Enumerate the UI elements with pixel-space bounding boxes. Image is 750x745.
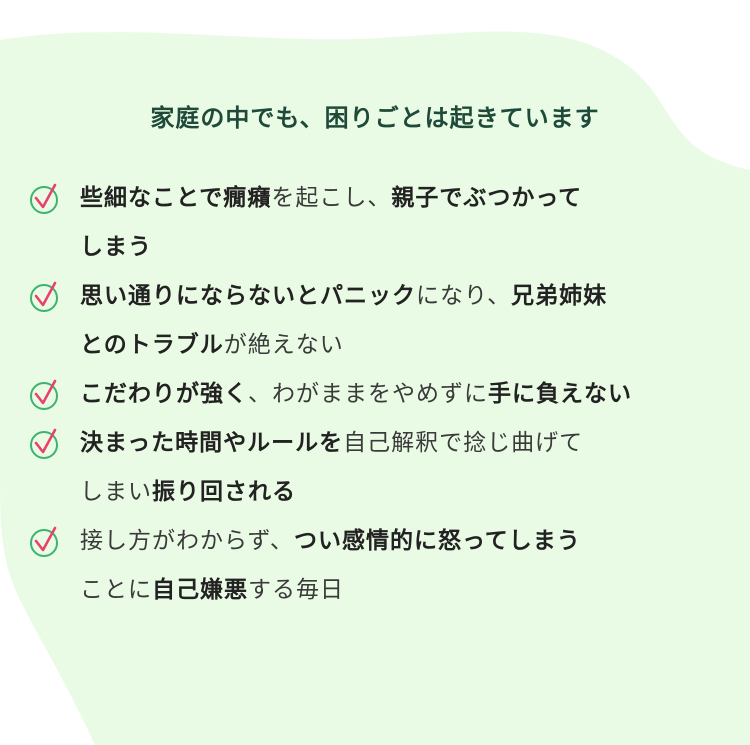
list-item: 些細なことで癇癪を起こし、親子でぶつかってしまう	[28, 174, 748, 272]
check-circle-icon	[30, 281, 58, 312]
emphasized-text: しまう	[80, 234, 152, 260]
list-item: こだわりが強く、わがままをやめずに手に負えない	[28, 370, 748, 419]
check-circle-icon	[30, 379, 58, 410]
item-text: になり、	[416, 283, 512, 309]
list-item: 決まった時間やルールを自己解釈で捻じ曲げてしまい振り回される	[28, 419, 748, 517]
emphasized-text: 思い通りにならないとパニック	[80, 283, 416, 309]
item-line: とのトラブルが絶えない	[80, 321, 748, 370]
item-text: が絶えない	[223, 332, 344, 358]
item-text: ことに	[80, 577, 152, 603]
item-text: する毎日	[248, 577, 344, 603]
emphasized-text: つい感情的に怒ってしまう	[293, 528, 581, 554]
item-text: 自己解釈で捻じ曲げて	[343, 430, 584, 456]
emphasized-text: 親子でぶつかって	[391, 185, 583, 211]
emphasized-text: 自己嫌悪	[152, 577, 248, 603]
item-line: しまい振り回される	[80, 468, 748, 517]
check-circle-icon	[30, 526, 58, 557]
item-line: ことに自己嫌悪する毎日	[80, 566, 748, 615]
item-text: しまい	[80, 479, 152, 505]
item-line: こだわりが強く、わがままをやめずに手に負えない	[80, 370, 748, 419]
check-circle-icon	[30, 183, 58, 214]
emphasized-text: 振り回される	[152, 479, 296, 505]
item-line: しまう	[80, 223, 748, 272]
page-title: 家庭の中でも、困りごとは起きています	[150, 104, 600, 132]
check-circle-icon	[30, 428, 58, 459]
emphasized-text: とのトラブル	[80, 332, 224, 358]
emphasized-text: こだわりが強く	[80, 381, 248, 407]
emphasized-text: 兄弟姉妹	[511, 283, 608, 309]
emphasized-text: 手に負えない	[488, 381, 632, 407]
emphasized-text: 些細なことで癇癪	[80, 185, 272, 211]
item-line: 接し方がわからず、つい感情的に怒ってしまう	[80, 517, 748, 566]
problem-list: 些細なことで癇癪を起こし、親子でぶつかってしまう思い通りにならないとパニックにな…	[28, 174, 748, 615]
item-text: 、わがままをやめずに	[248, 381, 488, 407]
item-line: 思い通りにならないとパニックになり、兄弟姉妹	[80, 272, 748, 321]
list-item: 接し方がわからず、つい感情的に怒ってしまうことに自己嫌悪する毎日	[28, 517, 748, 615]
item-line: 決まった時間やルールを自己解釈で捻じ曲げて	[80, 419, 748, 468]
item-text: を起こし、	[271, 185, 392, 211]
item-text: 接し方がわからず、	[80, 528, 294, 554]
item-line: 些細なことで癇癪を起こし、親子でぶつかって	[80, 174, 748, 223]
list-item: 思い通りにならないとパニックになり、兄弟姉妹とのトラブルが絶えない	[28, 272, 748, 370]
emphasized-text: 決まった時間やルールを	[80, 430, 344, 456]
